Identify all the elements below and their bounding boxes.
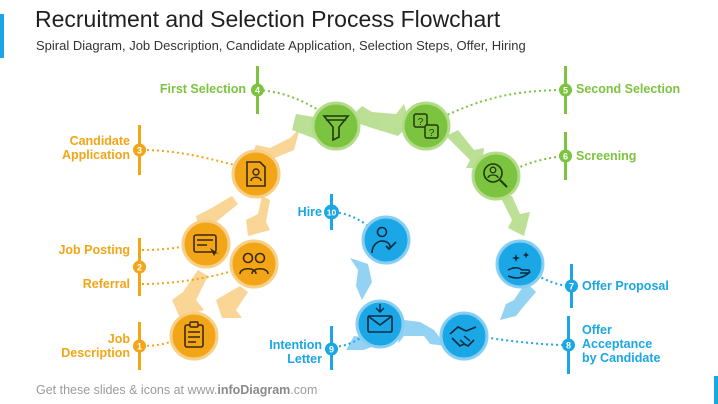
slide-edge-marker-bottom (714, 376, 718, 404)
label-second-selection: Second Selection (576, 82, 681, 96)
svg-text:?: ? (418, 117, 424, 128)
label-markers: 1 2 3 4 5 6 7 8 9 10 (133, 66, 578, 374)
step-3-number: 3 (137, 146, 142, 156)
step-circles: ? ? (169, 101, 545, 361)
label-first-selection: First Selection (159, 82, 246, 96)
label-hire: Hire (297, 205, 322, 219)
step-8-number: 8 (566, 341, 571, 351)
funnel-icon (311, 101, 361, 151)
page-title: Recruitment and Selection Process Flowch… (35, 6, 501, 32)
clipboard-icon (169, 311, 219, 361)
envelope-icon (355, 299, 405, 349)
step-5-number: 5 (563, 86, 568, 96)
step-7-number: 7 (569, 282, 574, 292)
resume-icon (231, 149, 281, 199)
svg-text:?: ? (429, 128, 435, 139)
question-cards-icon: ? ? (401, 101, 451, 151)
step-4-number: 4 (255, 86, 260, 96)
step-9-number: 9 (329, 345, 334, 355)
job-board-icon (181, 219, 231, 269)
person-check-icon (361, 215, 411, 265)
label-job-posting: Job Posting (58, 243, 130, 257)
label-offer-proposal: Offer Proposal (582, 279, 669, 293)
page-subtitle: Spiral Diagram, Job Description, Candida… (36, 38, 526, 53)
step-1-number: 1 (137, 342, 142, 352)
step-2-number: 2 (137, 263, 142, 273)
magnifier-person-icon (471, 151, 521, 201)
slide-edge-marker (0, 14, 4, 58)
label-referral: Referral (82, 277, 130, 291)
hand-sparkle-icon (495, 239, 545, 289)
label-screening: Screening (576, 149, 637, 163)
people-icon (229, 239, 279, 289)
footer-credit: Get these slides & icons at www.infoDiag… (36, 383, 318, 397)
step-6-number: 6 (563, 152, 568, 162)
step-10-number: 10 (327, 208, 337, 218)
handshake-icon (439, 311, 489, 361)
